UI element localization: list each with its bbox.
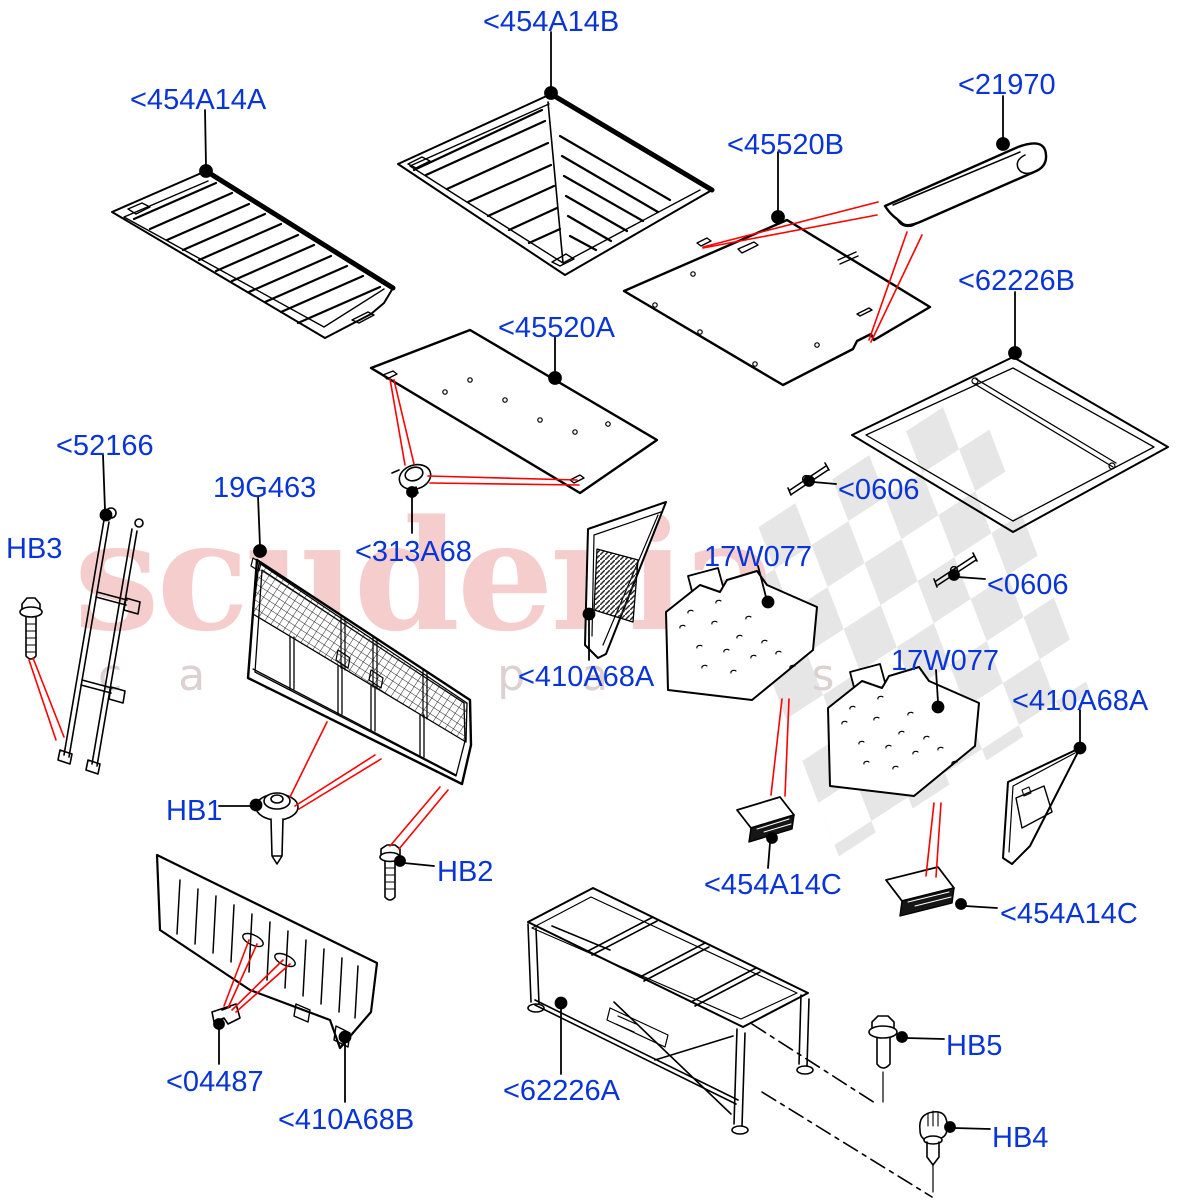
part-label-410a68b[interactable]: <410A68B: [278, 1104, 415, 1136]
rivet-hb4: [918, 1110, 948, 1193]
mat-454a14c-right: [885, 866, 955, 917]
part-label-hb1[interactable]: HB1: [166, 795, 223, 827]
bulkhead-panel-410a68b: [155, 853, 379, 1050]
part-label-454a14a[interactable]: <454A14A: [130, 84, 267, 116]
trim-panel-410a68a-left: [584, 501, 667, 659]
panel-454a14a: [111, 168, 396, 339]
part-label-45520a[interactable]: <45520A: [498, 312, 615, 344]
part-label-454a14c-left[interactable]: <454A14C: [704, 869, 842, 901]
part-label-hb3[interactable]: HB3: [6, 533, 63, 565]
bolt-hb2: [379, 844, 401, 901]
bolt-hb5: [868, 1015, 898, 1103]
part-label-04487[interactable]: <04487: [166, 1066, 264, 1098]
part-label-17w077-left[interactable]: 17W077: [704, 541, 813, 573]
bolt-hb3: [19, 597, 43, 660]
pin-fastener-hb1: [255, 792, 299, 865]
panel-45520a: [369, 328, 659, 495]
cargo-barrier-19g463: [246, 557, 473, 786]
insulator-17w077-left: [665, 567, 818, 701]
panel-454a14b: [397, 91, 715, 276]
part-label-454a14c-right[interactable]: <454A14C: [1000, 898, 1138, 930]
part-label-21970[interactable]: <21970: [958, 69, 1056, 101]
part-label-62226a[interactable]: <62226A: [503, 1075, 620, 1107]
part-label-hb4[interactable]: HB4: [992, 1122, 1049, 1154]
part-label-0606-upper[interactable]: <0606: [838, 474, 920, 506]
part-label-hb5[interactable]: HB5: [946, 1030, 1003, 1062]
insulator-17w077-right: [827, 663, 980, 797]
part-label-17w077-right[interactable]: 17W077: [891, 645, 1000, 677]
part-label-45520b[interactable]: <45520B: [727, 129, 844, 161]
part-label-52166[interactable]: <52166: [56, 430, 154, 462]
mat-454a14c-left: [736, 796, 795, 843]
part-label-454a14b[interactable]: <454A14B: [483, 6, 620, 38]
panel-45520b: [622, 218, 932, 387]
assembly-axis-lines: [751, 1023, 933, 1198]
trim-panel-410a68a-right: [1002, 747, 1081, 865]
part-label-0606-lower[interactable]: <0606: [987, 569, 1069, 601]
part-label-410a68a-left[interactable]: <410A68A: [518, 661, 655, 693]
part-label-410a68a-right[interactable]: <410A68A: [1012, 685, 1149, 717]
part-label-313a68[interactable]: <313A68: [355, 536, 472, 568]
part-label-19g463[interactable]: 19G463: [213, 472, 317, 504]
ladder-52166: [57, 507, 144, 775]
sill-cover-21970: [883, 142, 1048, 228]
loadspace-frame-62226a: [527, 887, 814, 1135]
part-label-62226b[interactable]: <62226B: [958, 265, 1075, 297]
part-label-hb2[interactable]: HB2: [437, 856, 494, 888]
